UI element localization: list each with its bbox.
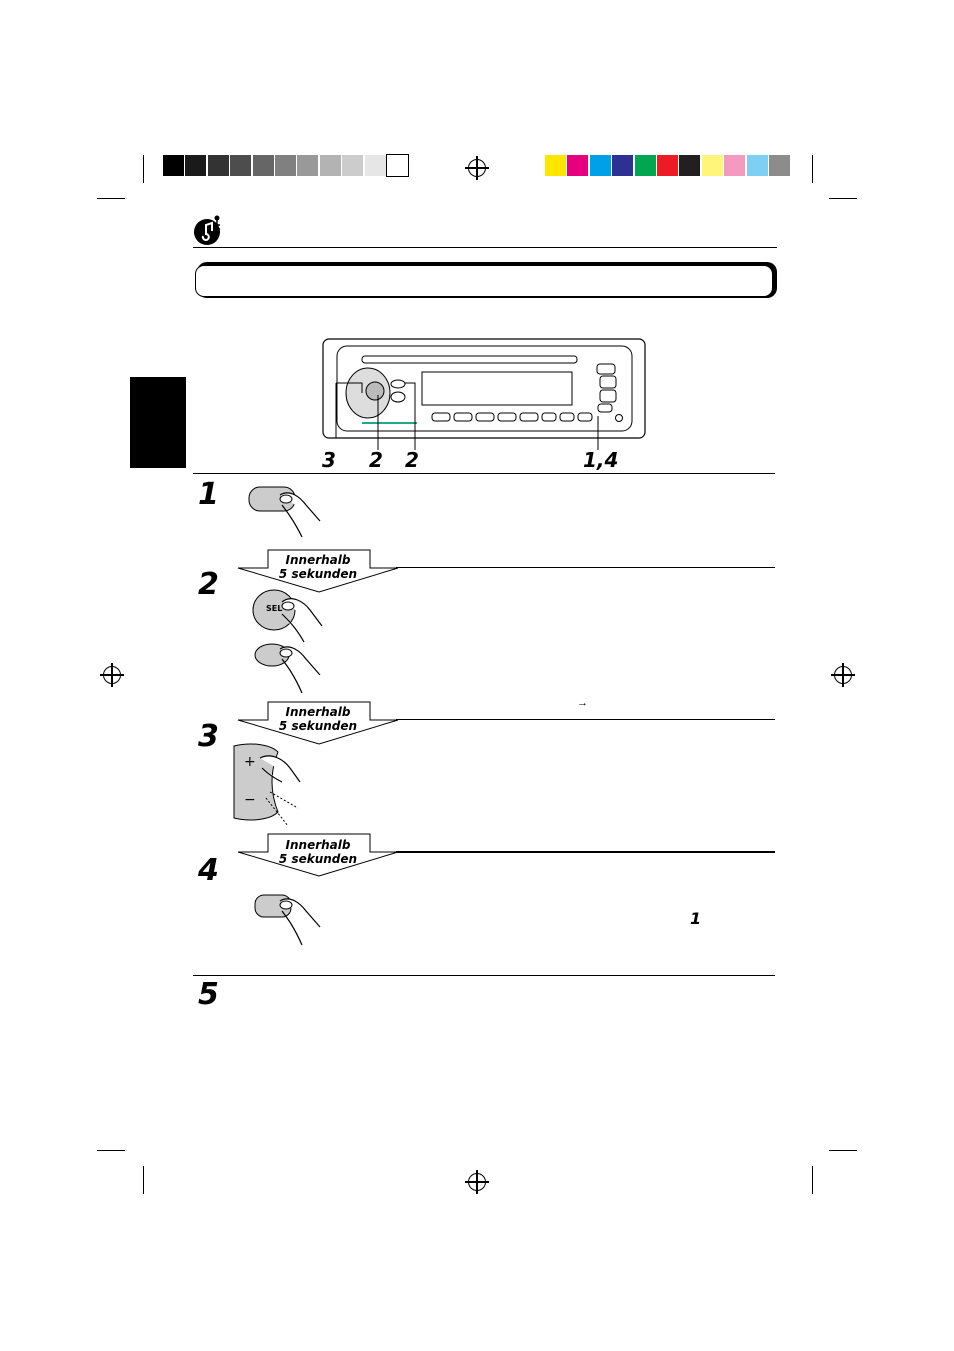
registration-mark: [465, 156, 489, 180]
color-swatch: [230, 155, 252, 176]
color-swatch: [207, 155, 229, 176]
registration-mark: [100, 663, 124, 687]
finger-press-button-icon: [254, 894, 321, 946]
color-swatch: [297, 155, 319, 176]
step-rule: [193, 975, 775, 976]
color-swatch: [342, 155, 364, 176]
color-swatch: [657, 155, 678, 176]
color-swatch: [567, 155, 589, 176]
crop-mark: [829, 1150, 857, 1151]
arrow-icon: →: [577, 697, 588, 709]
finger-press-button-icon: [248, 486, 321, 538]
callout-2a: 2: [369, 448, 383, 472]
registration-mark: [465, 1170, 489, 1194]
color-swatch: [612, 155, 634, 176]
color-swatch: [163, 155, 184, 176]
color-swatch: [769, 155, 790, 176]
color-swatch: [634, 155, 656, 176]
svg-text:+: +: [244, 754, 256, 770]
color-swatch: [724, 155, 746, 176]
step-rule: [396, 567, 775, 568]
step-reference: 1: [690, 909, 702, 928]
step-rule: [193, 473, 775, 474]
step-number: 5: [198, 977, 219, 1012]
callout-3: 3: [322, 448, 336, 472]
color-swatch: [679, 155, 701, 176]
title-bar-inner: [195, 265, 773, 297]
step-number: 4: [198, 853, 219, 888]
color-swatch: [386, 154, 409, 177]
language-tab: [130, 377, 186, 468]
within-arrow: [237, 701, 399, 745]
registration-mark: [831, 663, 855, 687]
callout-2b: 2: [405, 448, 419, 472]
crop-mark: [812, 155, 813, 183]
stereo-panel-diagram: [322, 338, 646, 450]
within-arrow: [237, 549, 399, 593]
color-swatch: [701, 155, 723, 176]
color-swatch: [545, 155, 566, 176]
svg-text:−: −: [244, 792, 256, 808]
sel-label: SEL: [266, 604, 283, 613]
finger-press-sel-icon: [252, 589, 323, 643]
step-rule: [396, 851, 775, 853]
plus-minus-control-icon: + −: [233, 743, 301, 827]
step-number: 1: [198, 477, 219, 512]
crop-mark: [97, 1150, 125, 1151]
step-rule: [396, 719, 775, 720]
crop-mark: [143, 1166, 144, 1194]
color-swatch: [252, 155, 274, 176]
step-number: 2: [198, 567, 219, 602]
color-swatch: [319, 155, 341, 176]
within-arrow: [237, 833, 399, 877]
crop-mark: [97, 198, 125, 199]
color-swatch: [364, 155, 386, 176]
header-rule: [193, 247, 777, 248]
step-number: 3: [198, 719, 219, 754]
crop-mark: [812, 1166, 813, 1194]
callout-1-4: 1,4: [583, 448, 619, 472]
crop-mark: [143, 155, 144, 183]
music-note-key-icon: [194, 215, 220, 245]
color-swatch: [589, 155, 611, 176]
finger-press-button-icon: [254, 643, 321, 694]
color-swatch: [275, 155, 296, 176]
color-swatch: [185, 155, 207, 176]
crop-mark: [829, 198, 857, 199]
color-swatch: [746, 155, 768, 176]
